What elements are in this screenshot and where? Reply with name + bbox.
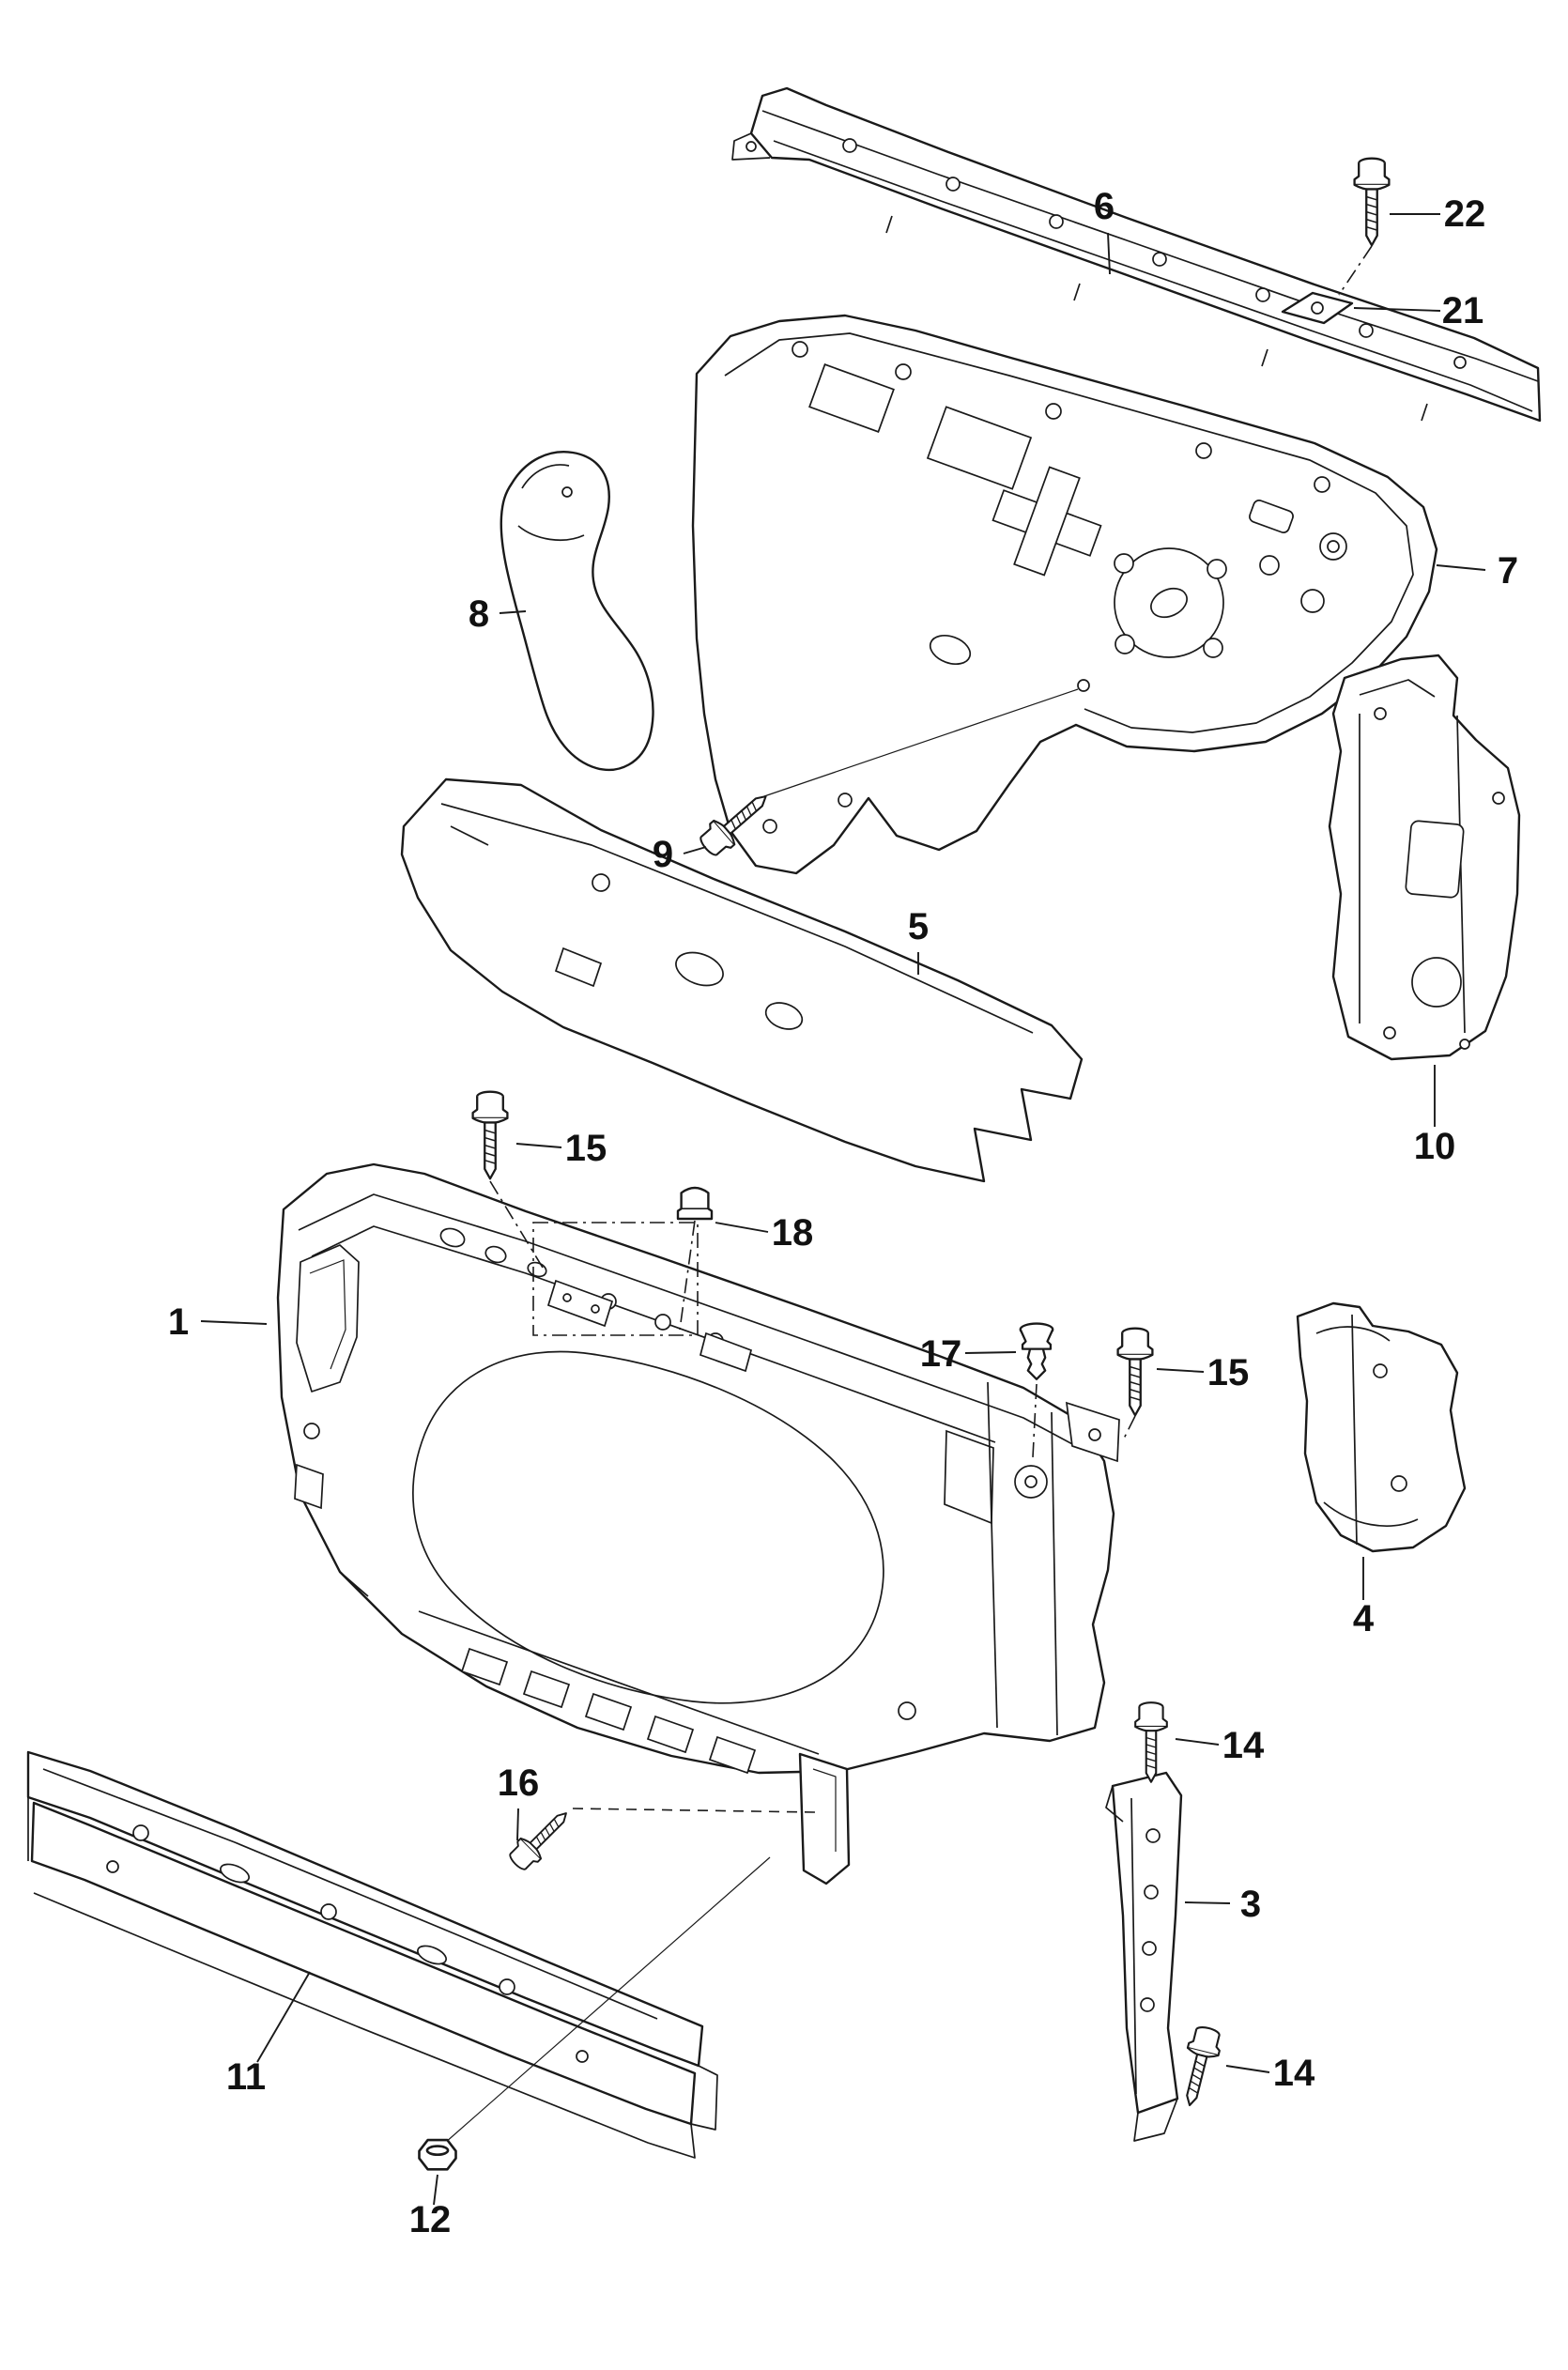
expander-plug-icon-17 bbox=[1019, 1322, 1054, 1380]
callout-leader-line bbox=[964, 1351, 1017, 1354]
callout-label[interactable]: 14 bbox=[1222, 1725, 1265, 1766]
callout-leader-line bbox=[1107, 232, 1111, 275]
callout-leader-line bbox=[515, 1143, 562, 1148]
bolt-icon-15-right bbox=[1116, 1327, 1154, 1417]
callout-15[interactable]: 15 bbox=[1156, 1352, 1250, 1393]
callout-leader-line bbox=[433, 2174, 438, 2206]
callout-label[interactable]: 6 bbox=[1094, 186, 1115, 227]
callout-1[interactable]: 1 bbox=[168, 1301, 268, 1343]
callout-12[interactable]: 12 bbox=[409, 2174, 452, 2240]
callout-leader-line bbox=[715, 1222, 769, 1233]
callout-label[interactable]: 15 bbox=[565, 1128, 607, 1169]
callout-label[interactable]: 17 bbox=[920, 1333, 962, 1375]
callout-label[interactable]: 14 bbox=[1273, 2053, 1315, 2094]
callout-leader-line bbox=[200, 1320, 268, 1325]
part-front-panel bbox=[276, 1162, 1120, 1885]
callout-11[interactable]: 11 bbox=[226, 1971, 311, 2098]
screw-icon-16 bbox=[504, 1802, 577, 1875]
callout-leader-line bbox=[516, 1808, 519, 1841]
plug-icon-18 bbox=[676, 1186, 714, 1221]
callout-label[interactable]: 11 bbox=[226, 2056, 266, 2098]
callout-7[interactable]: 7 bbox=[1436, 550, 1518, 592]
part-bulkhead-panel bbox=[691, 314, 1438, 875]
part-a-pillar-section bbox=[1328, 654, 1521, 1061]
callout-22[interactable]: 22 bbox=[1390, 193, 1485, 235]
callout-leader-line bbox=[683, 846, 707, 854]
construction-lines bbox=[444, 245, 1373, 2144]
callout-leader-line bbox=[1175, 1738, 1220, 1746]
callout-label[interactable]: 4 bbox=[1353, 1598, 1375, 1639]
callout-8[interactable]: 8 bbox=[469, 593, 527, 635]
bolt-icon-14-top bbox=[1134, 1701, 1168, 1783]
callout-leader-line bbox=[1225, 2065, 1270, 2073]
bolt-icon-14-bottom bbox=[1173, 2023, 1225, 2111]
callout-5[interactable]: 5 bbox=[908, 906, 929, 975]
callout-3[interactable]: 3 bbox=[1184, 1884, 1261, 1925]
callout-label[interactable]: 16 bbox=[498, 1762, 540, 1804]
callout-14[interactable]: 14 bbox=[1225, 2053, 1315, 2094]
callout-17[interactable]: 17 bbox=[920, 1333, 1017, 1375]
callout-21[interactable]: 21 bbox=[1353, 290, 1484, 331]
callout-label[interactable]: 21 bbox=[1442, 290, 1484, 331]
bolt-icon-22 bbox=[1353, 157, 1391, 247]
callout-16[interactable]: 16 bbox=[498, 1762, 540, 1841]
nut-icon-12 bbox=[418, 2138, 457, 2171]
callout-label[interactable]: 9 bbox=[653, 834, 673, 875]
callout-label[interactable]: 22 bbox=[1444, 193, 1486, 235]
callout-label[interactable]: 10 bbox=[1414, 1126, 1456, 1167]
callout-label[interactable]: 5 bbox=[908, 906, 929, 947]
bolt-icon-15-left bbox=[471, 1090, 509, 1180]
callout-4[interactable]: 4 bbox=[1353, 1557, 1375, 1639]
part-mounting-bracket bbox=[1296, 1301, 1467, 1553]
callout-label[interactable]: 15 bbox=[1207, 1352, 1250, 1393]
callout-leader-line bbox=[1436, 564, 1486, 571]
callout-layer: 22 21 6 7 8 9 5 10 15 18 1 17 15 4 14 16 3 11 14 12 bbox=[168, 186, 1518, 2240]
callout-leader-line bbox=[1184, 1901, 1231, 1904]
callout-15[interactable]: 15 bbox=[515, 1128, 607, 1169]
callout-9[interactable]: 9 bbox=[653, 834, 707, 875]
part-cowl-crossmember bbox=[731, 86, 1542, 423]
callout-label[interactable]: 3 bbox=[1240, 1884, 1261, 1925]
callout-6[interactable]: 6 bbox=[1094, 186, 1115, 275]
part-retaining-plate bbox=[1281, 291, 1354, 325]
callout-14[interactable]: 14 bbox=[1175, 1725, 1265, 1766]
part-side-insulation bbox=[500, 451, 654, 772]
callout-leader-line bbox=[1353, 307, 1441, 312]
callout-label[interactable]: 1 bbox=[168, 1301, 189, 1343]
callout-leader-line bbox=[256, 1971, 311, 2063]
callout-label[interactable]: 12 bbox=[409, 2199, 452, 2240]
callout-label[interactable]: 7 bbox=[1498, 550, 1518, 592]
part-bumper-reinforcement bbox=[26, 1750, 718, 2159]
callout-label[interactable]: 18 bbox=[772, 1212, 814, 1254]
callout-18[interactable]: 18 bbox=[715, 1212, 813, 1254]
callout-leader-line bbox=[1156, 1368, 1205, 1373]
part-side-bracket bbox=[1105, 1771, 1183, 2142]
part-lower-panel bbox=[400, 777, 1084, 1183]
callout-leader-line bbox=[499, 610, 527, 614]
callout-label[interactable]: 8 bbox=[469, 593, 489, 635]
callout-10[interactable]: 10 bbox=[1414, 1065, 1456, 1167]
